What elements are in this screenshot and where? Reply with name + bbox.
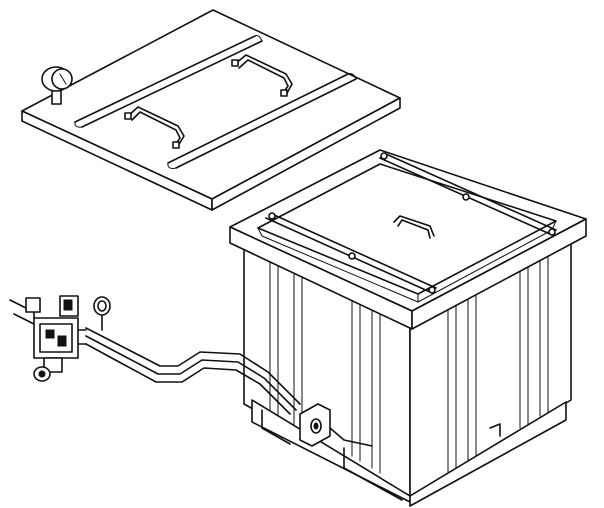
lid-rib-back: [167, 73, 357, 169]
gas-valve-assembly: [9, 295, 111, 382]
gauge-icon: [93, 296, 111, 331]
valve-icon: [9, 295, 87, 382]
lid-rib-front: [74, 35, 263, 128]
tank: [229, 149, 587, 507]
lid-handle-back: [231, 54, 293, 97]
lid-handle-front: [124, 106, 185, 149]
lid: [21, 9, 401, 211]
knob-icon: [41, 66, 73, 105]
tank-insert-handle: [393, 215, 435, 239]
burner-tube: [85, 327, 373, 447]
gas-inlet-box: [299, 403, 331, 447]
